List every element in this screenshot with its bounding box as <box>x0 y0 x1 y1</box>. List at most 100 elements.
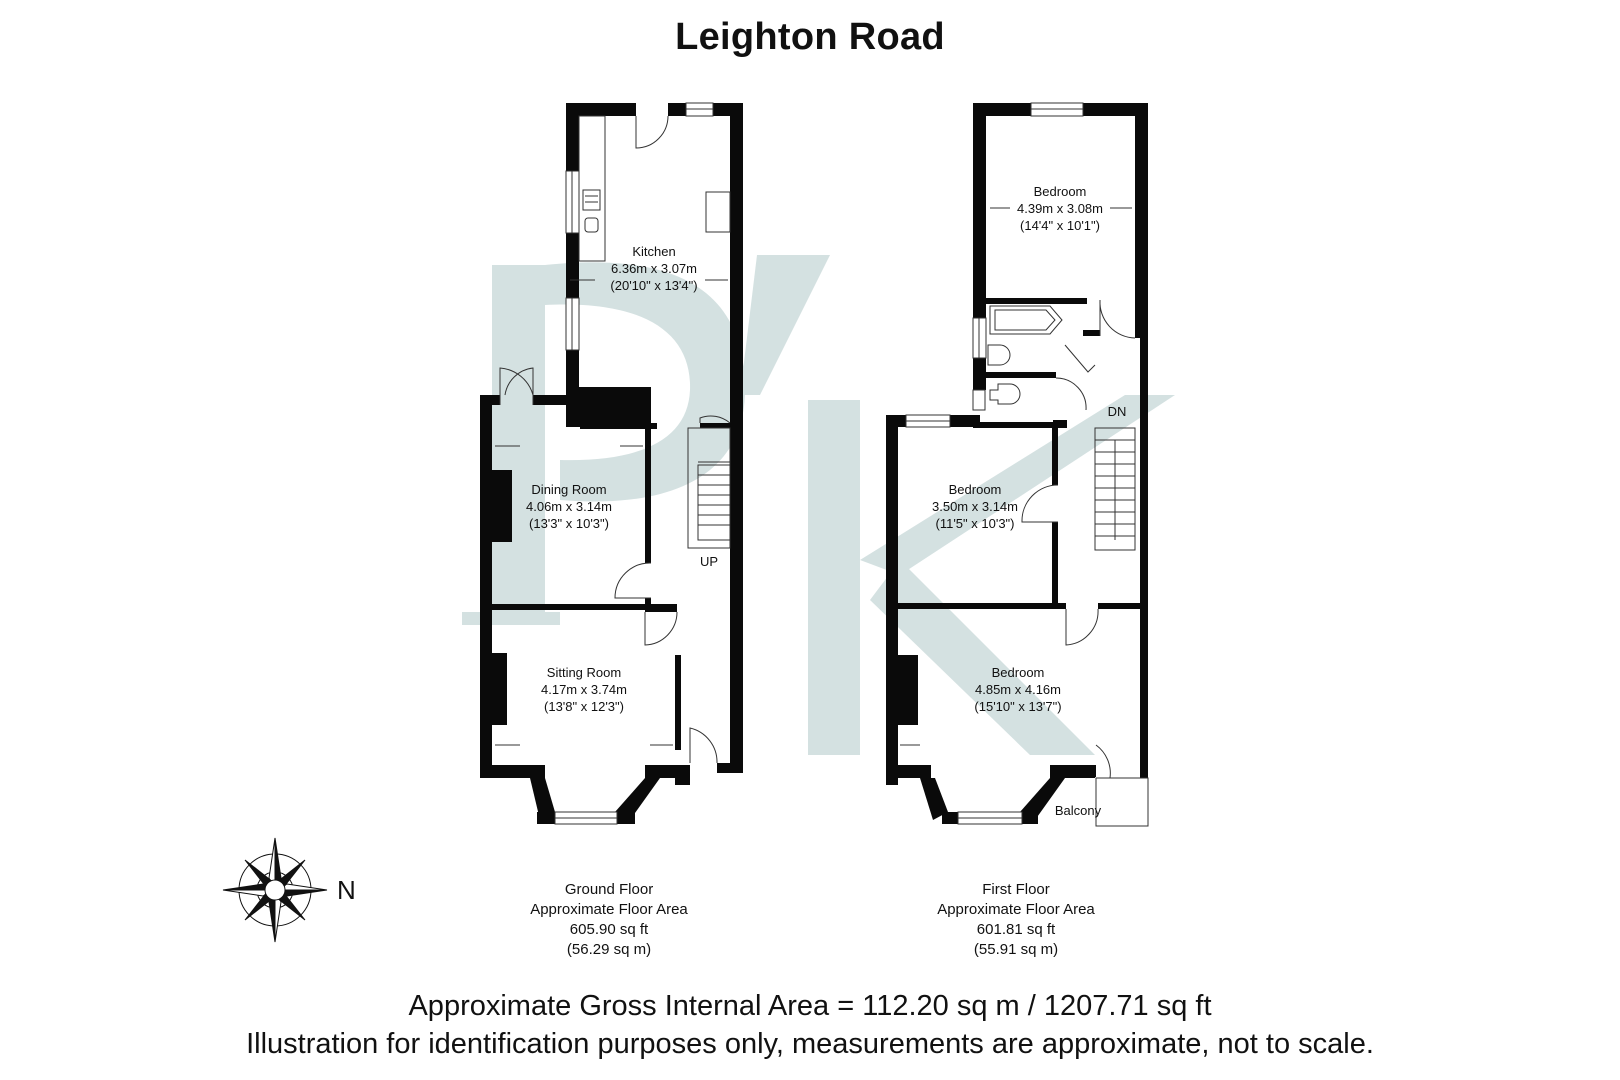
toilet-icon <box>989 383 1021 405</box>
wall <box>1065 298 1087 304</box>
room-dimensions-imperial: (20'10" x 13'4") <box>610 278 697 293</box>
wall <box>492 604 677 610</box>
wall <box>898 603 1066 609</box>
wall <box>566 103 579 171</box>
balcony-label: Balcony <box>1055 803 1102 818</box>
room-label-bedroom-middle: Bedroom 3.50m x 3.14m (11'5" x 10'3") <box>932 482 1018 531</box>
stairs-icon <box>687 427 731 549</box>
wall <box>1098 603 1140 609</box>
door-swing <box>1095 744 1111 779</box>
wall <box>886 415 898 785</box>
room-dimensions-metric: 6.36m x 3.07m <box>611 261 697 276</box>
room-dimensions-metric: 4.06m x 3.14m <box>526 499 612 514</box>
room-dimensions-imperial: (13'3" x 10'3") <box>529 516 609 531</box>
door-swing <box>1021 484 1059 523</box>
balcony-outline <box>1095 777 1149 827</box>
wall <box>700 423 743 428</box>
room-label-sitting-room: Sitting Room 4.17m x 3.74m (13'8" x 12'3… <box>541 665 627 714</box>
wall <box>668 103 686 116</box>
wall <box>730 103 743 773</box>
wall <box>566 103 636 116</box>
compass-north-label: N <box>337 875 356 905</box>
door-swing <box>1055 377 1087 411</box>
room-dimensions-metric: 3.50m x 3.14m <box>932 499 1018 514</box>
compass-rose-icon: N <box>222 837 356 943</box>
room-dimensions-metric: 4.39m x 3.08m <box>1017 201 1103 216</box>
door-swing <box>1099 299 1136 339</box>
wall <box>973 422 1058 428</box>
wall <box>1083 103 1148 116</box>
wall <box>973 103 986 318</box>
room-dimensions-imperial: (13'8" x 12'3") <box>544 699 624 714</box>
wall <box>533 395 568 405</box>
room-name: Dining Room <box>531 482 606 497</box>
first-floor-summary: First Floor Approximate Floor Area 601.8… <box>866 880 1166 960</box>
room-name: Sitting Room <box>547 665 621 680</box>
stairs-icon <box>1094 427 1136 551</box>
room-label-kitchen: Kitchen 6.36m x 3.07m (20'10" x 13'4") <box>610 244 697 293</box>
wall <box>1083 330 1100 336</box>
chimney-breast <box>566 387 651 427</box>
bay-wall <box>1020 778 1065 820</box>
room-label-bedroom-rear: Bedroom 4.39m x 3.08m (14'4" x 10'1") <box>1017 184 1103 233</box>
sink-icon <box>582 189 601 211</box>
wall <box>645 428 651 563</box>
room-dimensions-imperial: (14'4" x 10'1") <box>1020 218 1100 233</box>
wall <box>566 233 579 298</box>
fireplace <box>492 470 512 542</box>
wall <box>986 372 1056 378</box>
gross-area-text: Approximate Gross Internal Area = 112.20… <box>408 990 1212 1022</box>
room-label-bedroom-front: Bedroom 4.85m x 4.16m (15'10" x 13'7") <box>974 665 1061 714</box>
wall <box>675 655 681 750</box>
door-swing <box>499 367 534 405</box>
wall <box>480 765 545 778</box>
room-name: Bedroom <box>992 665 1045 680</box>
bay-wall <box>537 812 555 824</box>
door-swing <box>689 727 718 764</box>
window <box>972 389 986 411</box>
wall <box>1083 765 1096 777</box>
wall <box>675 765 690 785</box>
bay-wall <box>617 812 635 824</box>
wall <box>886 415 906 427</box>
wall <box>645 604 677 612</box>
door-swing <box>1064 344 1096 373</box>
bay-wall <box>530 778 555 820</box>
floor-name: Ground Floor <box>564 881 654 898</box>
room-dimensions-imperial: (11'5" x 10'3") <box>936 516 1015 531</box>
first-floor-plan <box>886 103 1148 824</box>
floor-area-sqm: (56.29 sq m) <box>566 941 652 958</box>
disclaimer-text: Illustration for identification purposes… <box>246 1028 1374 1060</box>
wall <box>886 765 931 778</box>
room-name: Bedroom <box>1034 184 1087 199</box>
floor-name: First Floor <box>982 881 1050 898</box>
door-swing <box>504 367 534 405</box>
wall <box>1052 428 1058 485</box>
wall <box>950 415 980 427</box>
room-dimensions-imperial: (15'10" x 13'7") <box>974 699 1061 714</box>
bay-wall <box>615 778 660 820</box>
sink-icon <box>987 344 1011 366</box>
floor-area-label: Approximate Floor Area <box>937 901 1095 918</box>
floor-area-label: Approximate Floor Area <box>530 901 688 918</box>
wall <box>1135 103 1148 338</box>
wall <box>973 103 1031 116</box>
wall <box>717 763 743 773</box>
wall <box>480 395 500 405</box>
ground-floor-summary: Ground Floor Approximate Floor Area 605.… <box>459 880 759 960</box>
first-floor-fittings <box>900 102 1149 827</box>
sink-icon <box>584 217 599 233</box>
room-label-dining-room: Dining Room 4.06m x 3.14m (13'3" x 10'3"… <box>526 482 612 531</box>
bathtub-icon <box>994 309 1056 331</box>
room-labels: Kitchen 6.36m x 3.07m (20'10" x 13'4") D… <box>526 184 1126 818</box>
stairs-up-label: UP <box>700 554 718 569</box>
wall <box>973 358 986 390</box>
room-name: Kitchen <box>632 244 675 259</box>
stairs-down-label: DN <box>1108 404 1127 419</box>
worktop <box>578 115 606 262</box>
wall <box>1053 420 1067 428</box>
fireplace <box>492 653 507 725</box>
bay-wall <box>1022 812 1038 824</box>
